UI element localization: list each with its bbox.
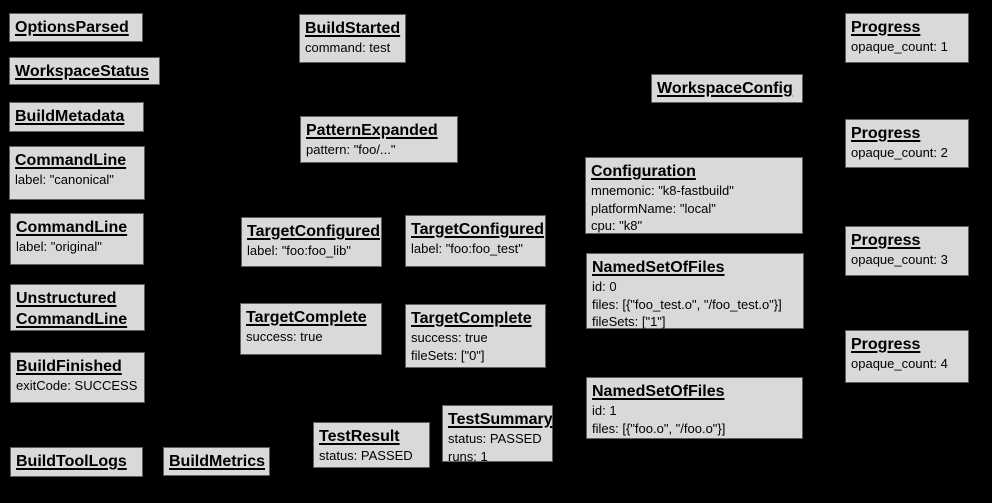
event-box-namedsetoffiles-0: NamedSetOfFiles id: 0 files: [{"foo_test… (586, 253, 804, 329)
event-title: Progress (851, 19, 921, 36)
event-body: id: 1 files: [{"foo.o", "/foo.o"}] (592, 403, 726, 436)
event-title: BuildFinished (16, 358, 122, 375)
event-box-buildfinished: BuildFinished exitCode: SUCCESS (10, 352, 145, 403)
event-body: command: test (305, 40, 391, 55)
event-title: PatternExpanded (306, 122, 438, 139)
event-body: id: 0 files: [{"foo_test.o", "/foo_test.… (592, 279, 782, 329)
event-box-workspaceconfig: WorkspaceConfig (651, 74, 803, 103)
event-box-buildtoollogs: BuildToolLogs (10, 447, 143, 477)
event-box-testresult: TestResult status: PASSED (313, 422, 430, 468)
event-box-commandline-canonical: CommandLine label: "canonical" (9, 146, 145, 200)
event-box-progress-4: Progress opaque_count: 4 (845, 330, 969, 383)
event-box-buildmetadata: BuildMetadata (9, 102, 144, 132)
event-title: NamedSetOfFiles (592, 383, 725, 400)
event-body: status: PASSED runs: 1 (448, 431, 542, 464)
event-box-targetcomplete-foo-test: TargetComplete success: true fileSets: [… (405, 304, 546, 368)
event-body: opaque_count: 4 (851, 356, 948, 371)
event-title: Configuration (591, 163, 696, 180)
event-title: WorkspaceStatus (15, 63, 149, 80)
event-title: TargetComplete (411, 310, 532, 327)
event-box-buildmetrics: BuildMetrics (163, 447, 270, 476)
event-box-targetconfigured-foo-test: TargetConfigured label: "foo:foo_test" (405, 215, 546, 267)
event-body: success: true (246, 329, 323, 344)
event-body: pattern: "foo/..." (306, 142, 396, 157)
event-box-progress-2: Progress opaque_count: 2 (845, 119, 969, 168)
event-title: Progress (851, 336, 921, 353)
event-body: opaque_count: 1 (851, 39, 948, 54)
event-title: OptionsParsed (15, 19, 129, 36)
event-title: WorkspaceConfig (657, 80, 793, 97)
event-box-namedsetoffiles-1: NamedSetOfFiles id: 1 files: [{"foo.o", … (586, 377, 803, 439)
event-title: BuildToolLogs (16, 453, 127, 470)
event-title: TestSummary (448, 411, 553, 428)
event-title: CommandLine (15, 152, 127, 169)
event-title: CommandLine (16, 219, 128, 236)
event-box-patternexpanded: PatternExpanded pattern: "foo/..." (300, 116, 458, 163)
event-box-configuration: Configuration mnemonic: "k8-fastbuild" p… (585, 157, 803, 234)
event-title: Unstructured CommandLine (16, 290, 128, 328)
event-box-targetconfigured-foo-lib: TargetConfigured label: "foo:foo_lib" (241, 217, 382, 267)
event-box-progress-1: Progress opaque_count: 1 (845, 13, 969, 63)
event-title: BuildMetadata (15, 108, 125, 125)
event-body: exitCode: SUCCESS (16, 378, 138, 393)
event-body: success: true fileSets: ["0"] (411, 330, 488, 363)
event-title: TargetConfigured (247, 223, 381, 240)
event-title: TargetConfigured (411, 221, 545, 238)
event-box-optionsparsed: OptionsParsed (9, 13, 143, 42)
event-box-unstructuredcommandline: Unstructured CommandLine (10, 284, 145, 331)
event-box-workspacestatus: WorkspaceStatus (9, 57, 160, 85)
event-title: Progress (851, 125, 921, 142)
event-body: label: "canonical" (15, 172, 114, 187)
event-body: label: "foo:foo_lib" (247, 243, 351, 258)
event-body: status: PASSED (319, 448, 413, 463)
event-body: mnemonic: "k8-fastbuild" platformName: "… (591, 183, 734, 233)
event-box-progress-3: Progress opaque_count: 3 (845, 226, 969, 276)
event-box-buildstarted: BuildStarted command: test (299, 14, 406, 63)
event-box-commandline-original: CommandLine label: "original" (10, 213, 144, 265)
event-title: BuildStarted (305, 20, 401, 37)
event-body: opaque_count: 2 (851, 145, 948, 160)
event-box-targetcomplete-foo-lib: TargetComplete success: true (240, 303, 382, 355)
event-body: label: "foo:foo_test" (411, 241, 523, 256)
event-title: Progress (851, 232, 921, 249)
event-body: opaque_count: 3 (851, 252, 948, 267)
event-title: TargetComplete (246, 309, 367, 326)
event-title: TestResult (319, 428, 400, 445)
event-box-testsummary: TestSummary status: PASSED runs: 1 (442, 405, 553, 464)
event-title: BuildMetrics (169, 453, 266, 470)
event-body: label: "original" (16, 239, 102, 254)
event-title: NamedSetOfFiles (592, 259, 725, 276)
